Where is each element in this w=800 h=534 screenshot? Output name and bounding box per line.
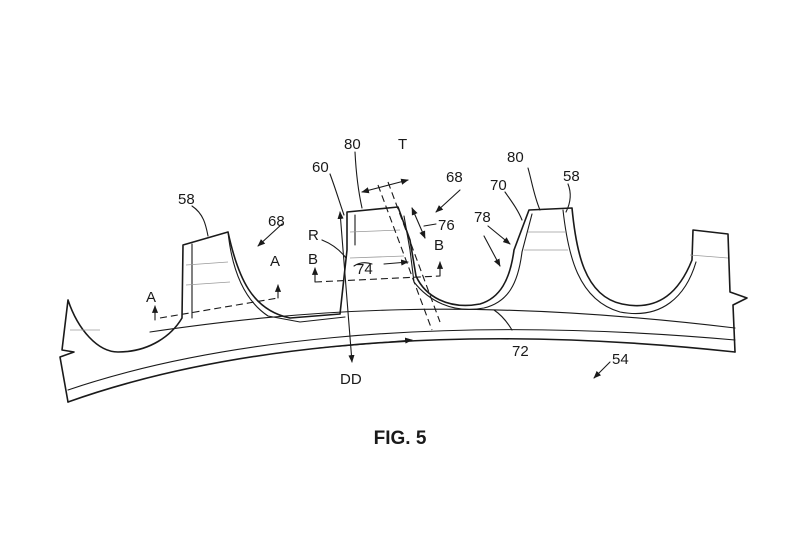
label-74: 74	[356, 261, 373, 278]
leader-58-right	[565, 183, 571, 213]
label-80-right: 80	[507, 149, 524, 166]
inner-profile-line	[191, 209, 697, 323]
component-outline	[59, 206, 748, 403]
label-a-left: A	[146, 289, 156, 306]
label-dd: DD	[340, 371, 362, 388]
label-58-right: 58	[563, 168, 580, 185]
tooth-profile-line	[59, 206, 748, 403]
dd-horizontal-arrow	[317, 337, 413, 349]
t-dimension-arrow	[361, 178, 409, 194]
dim-76-arrow	[411, 207, 426, 239]
label-58-left: 58	[178, 191, 195, 208]
label-78: 78	[474, 209, 491, 226]
label-76: 76	[438, 217, 455, 234]
label-r: R	[308, 227, 319, 244]
leader-60	[329, 173, 345, 216]
leader-68-left	[257, 223, 283, 247]
leader-80-left	[354, 151, 363, 209]
leader-72	[493, 309, 513, 331]
leader-54	[593, 361, 611, 379]
label-72: 72	[512, 343, 529, 360]
base-band-mid	[149, 308, 736, 333]
dd-vertical-arrow	[337, 211, 355, 363]
leader-74-right	[383, 259, 409, 266]
base-band-inner	[67, 329, 736, 391]
leader-68-mid	[435, 189, 461, 213]
section-line-b	[314, 275, 441, 283]
leader-76	[423, 223, 437, 227]
leader-80-right	[527, 167, 541, 211]
leader-78-a	[487, 225, 511, 245]
label-a-mid: A	[270, 253, 280, 270]
leader-r	[321, 239, 347, 259]
tangent-line-t	[377, 184, 433, 331]
leader-58-left	[191, 205, 209, 237]
label-60: 60	[312, 159, 329, 176]
label-80-left: 80	[344, 136, 361, 153]
leader-78-b	[483, 235, 501, 267]
label-b-left: B	[308, 251, 318, 268]
label-54: 54	[612, 351, 629, 368]
leader-lines	[191, 151, 611, 379]
tangent-line-t2	[387, 181, 441, 323]
figure-caption: FIG. 5	[374, 428, 427, 449]
reference-lines	[151, 178, 444, 363]
label-68-left: 68	[268, 213, 285, 230]
label-68-mid: 68	[446, 169, 463, 186]
leader-74-left	[353, 262, 373, 267]
reference-labels: 58 68 A A 80 60 T 68 70 80 58 78 76 R B …	[146, 136, 629, 388]
leader-70	[504, 191, 523, 221]
base-band-outer	[67, 338, 736, 403]
section-line-a	[159, 297, 279, 319]
label-70: 70	[490, 177, 507, 194]
tooth-hatch-lines	[70, 229, 729, 331]
label-t: T	[398, 136, 407, 153]
label-b-right: B	[434, 237, 444, 254]
